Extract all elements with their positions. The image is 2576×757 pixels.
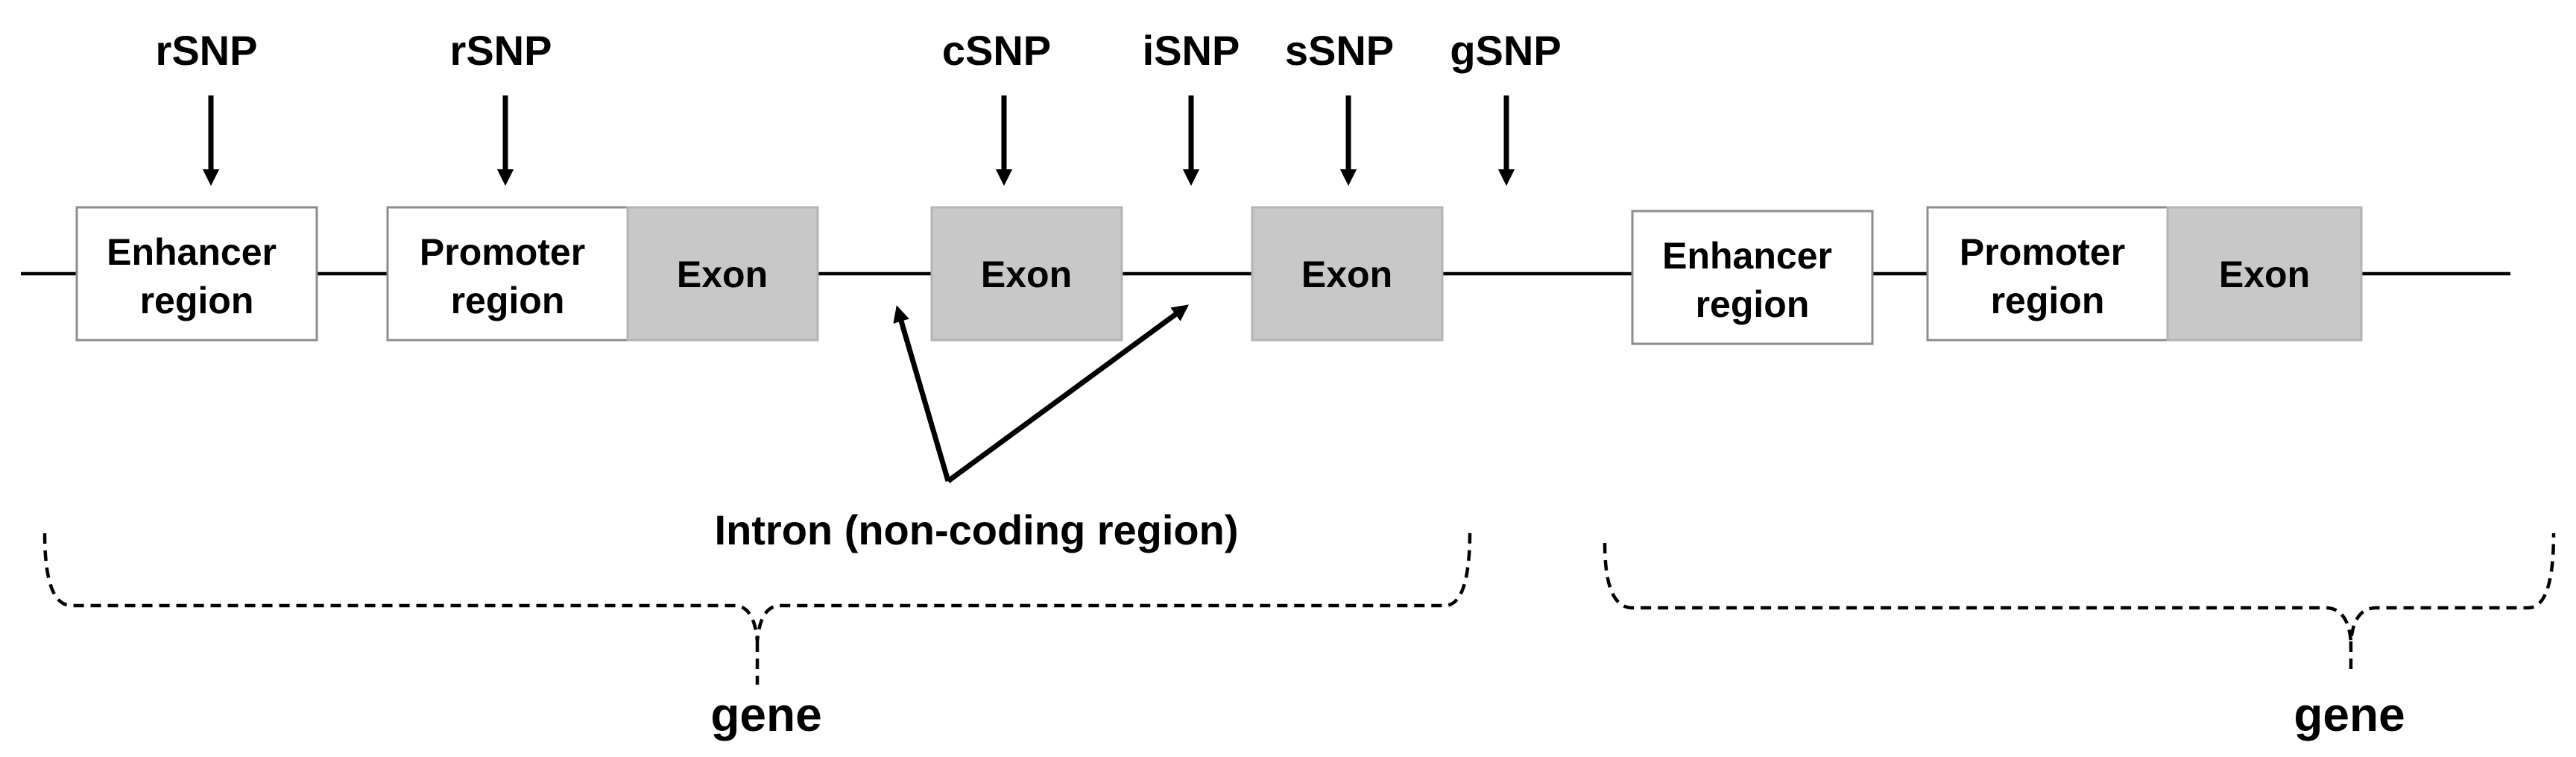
gene-brace-2 <box>1603 533 2556 673</box>
enhancer-region-label-1: Enhancer region <box>107 231 287 321</box>
gene-brace-1 <box>42 530 1472 685</box>
exon-box-3 <box>1251 206 1444 342</box>
exon-label-4: Exon <box>2219 254 2310 295</box>
intron-label: Intron (non-coding region) <box>715 506 1239 553</box>
promoter-region-label-1: Promoter region <box>420 231 596 321</box>
gene-label-2: gene <box>2294 688 2405 741</box>
intron-arrow-left <box>893 305 951 482</box>
exon-box-1 <box>626 206 819 342</box>
exon-label-2: Exon <box>981 254 1072 295</box>
enhancer-region-box-1 <box>75 206 318 342</box>
snp-label-isnp: iSNP <box>1143 27 1240 74</box>
enhancer-region-box-2 <box>1631 210 1874 345</box>
exon-label-3: Exon <box>1301 254 1392 295</box>
snp-label-ssnp: sSNP <box>1285 27 1394 74</box>
gene-label-1: gene <box>710 688 821 741</box>
exon-box-2 <box>930 206 1123 342</box>
promoter-region-box-2 <box>1926 206 2169 342</box>
intron-arrow-right <box>946 304 1190 483</box>
promoter-region-label-2: Promoter region <box>1960 231 2135 321</box>
snp-label-gsnp: gSNP <box>1450 27 1561 74</box>
exon-box-4 <box>2166 206 2363 342</box>
enhancer-region-label-2: Enhancer region <box>1662 235 1843 325</box>
snp-label-csnp: cSNP <box>942 27 1051 74</box>
snp-label-rsnp-1: rSNP <box>156 27 258 74</box>
promoter-region-box-1 <box>386 206 629 342</box>
snp-label-rsnp-2: rSNP <box>450 27 552 74</box>
exon-label-1: Exon <box>677 254 768 295</box>
